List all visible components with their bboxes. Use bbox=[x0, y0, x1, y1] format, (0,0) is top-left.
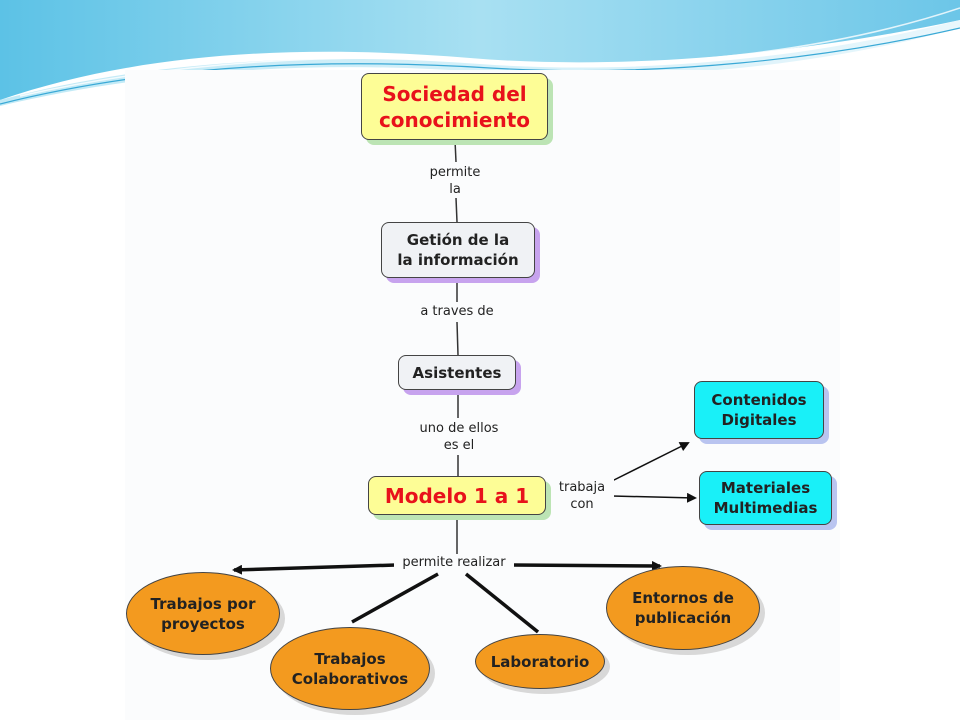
node-gestion-de-la-informacion: Getión de la la información bbox=[381, 222, 535, 278]
header-wave-highlight bbox=[0, 20, 960, 106]
connector-sociedad-permite bbox=[454, 139, 457, 163]
link-label-a-traves-de: a traves de bbox=[410, 303, 504, 320]
arrow-to-trabajos-proyectos bbox=[232, 563, 397, 575]
arrow-to-entornos bbox=[511, 560, 662, 571]
link-label-permite-realizar: permite realizar bbox=[394, 554, 514, 571]
node-entornos-de-publicacion: Entornos de publicación bbox=[606, 566, 760, 650]
connector-permite-gestion bbox=[455, 197, 458, 223]
connector-to-laboratorio bbox=[464, 572, 540, 634]
connector-atraves-asistentes bbox=[456, 321, 459, 356]
node-trabajos-por-proyectos: Trabajos por proyectos bbox=[126, 572, 280, 655]
link-label-permite-la: permite la bbox=[420, 164, 490, 198]
link-label-trabaja-con: trabaja con bbox=[550, 479, 614, 513]
node-sociedad-del-conocimiento: Sociedad del conocimiento bbox=[361, 73, 548, 140]
node-materiales-multimedias: Materiales Multimedias bbox=[699, 471, 832, 525]
arrow-to-contenidos bbox=[609, 442, 690, 483]
header-wave-band bbox=[0, 0, 960, 100]
arrow-to-materiales bbox=[611, 492, 697, 503]
node-trabajos-colaborativos: Trabajos Colaborativos bbox=[270, 627, 430, 710]
node-modelo-1-a-1: Modelo 1 a 1 bbox=[368, 476, 546, 515]
connector-to-trabajos-colaborativos bbox=[351, 572, 439, 624]
node-contenidos-digitales: Contenidos Digitales bbox=[694, 381, 824, 439]
node-laboratorio: Laboratorio bbox=[475, 634, 605, 689]
link-label-uno-de-ellos: uno de ellos es el bbox=[410, 420, 508, 454]
node-asistentes: Asistentes bbox=[398, 355, 516, 390]
